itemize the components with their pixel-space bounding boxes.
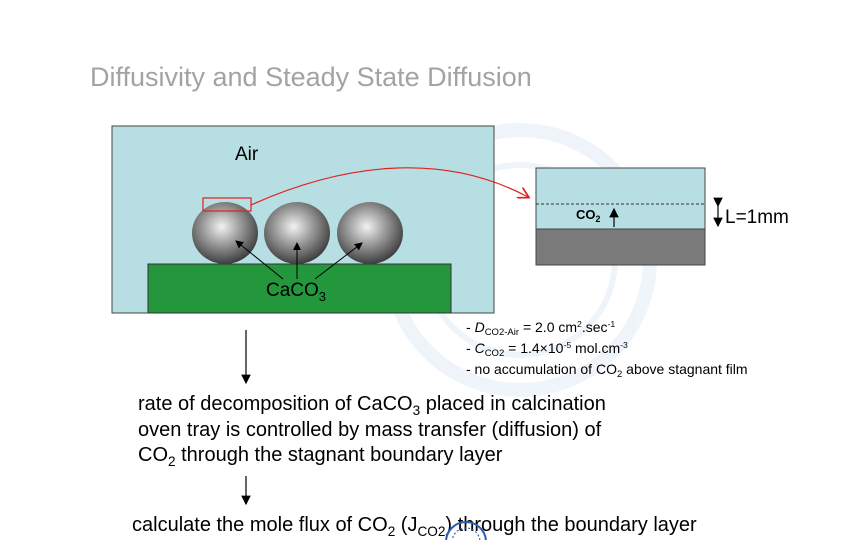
caco3-particle-2 <box>264 202 330 264</box>
zoom-arrow <box>250 167 528 206</box>
film-air-region <box>535 167 706 230</box>
caco3-sub: 3 <box>318 288 326 304</box>
no-accumulation-line: - no accumulation of CO2 above stagnant … <box>466 361 748 381</box>
calcination-tray <box>147 263 452 314</box>
calculation-task: calculate the mole flux of CO2 (JCO2) th… <box>132 514 697 539</box>
film-solid-base <box>535 228 706 266</box>
statement-line-3: CO2 through the stagnant boundary layer <box>138 444 503 469</box>
caco3-particle-3 <box>337 202 403 264</box>
concentration-line: - CCO2 = 1.4×10-5 mol.cm-3 <box>466 340 628 360</box>
decomposition-statement: rate of decomposition of CaCO3 placed in… <box>138 392 606 469</box>
air-label: Air <box>235 144 259 165</box>
diffusivity-line: - DCO2-Air = 2.0 cm2.sec-1 <box>466 319 616 339</box>
statement-line-1: rate of decomposition of CaCO3 placed in… <box>138 393 606 418</box>
co2-label: CO2 <box>576 207 601 225</box>
slide-title: Diffusivity and Steady State Diffusion <box>90 62 532 92</box>
thickness-label: L=1mm <box>725 207 789 228</box>
caco3-base: CaCO <box>266 280 319 301</box>
caco3-label: CaCO3 <box>266 280 326 304</box>
co2-sub: 2 <box>595 214 601 225</box>
given-data-notes: - DCO2-Air = 2.0 cm2.sec-1 - CCO2 = 1.4×… <box>466 318 748 381</box>
caco3-pointer-1 <box>235 240 284 280</box>
caco3-pointer-3 <box>314 242 363 280</box>
statement-line-2: oven tray is controlled by mass transfer… <box>138 419 602 441</box>
university-seal-icon <box>445 521 487 540</box>
co2-base: CO <box>576 207 596 222</box>
